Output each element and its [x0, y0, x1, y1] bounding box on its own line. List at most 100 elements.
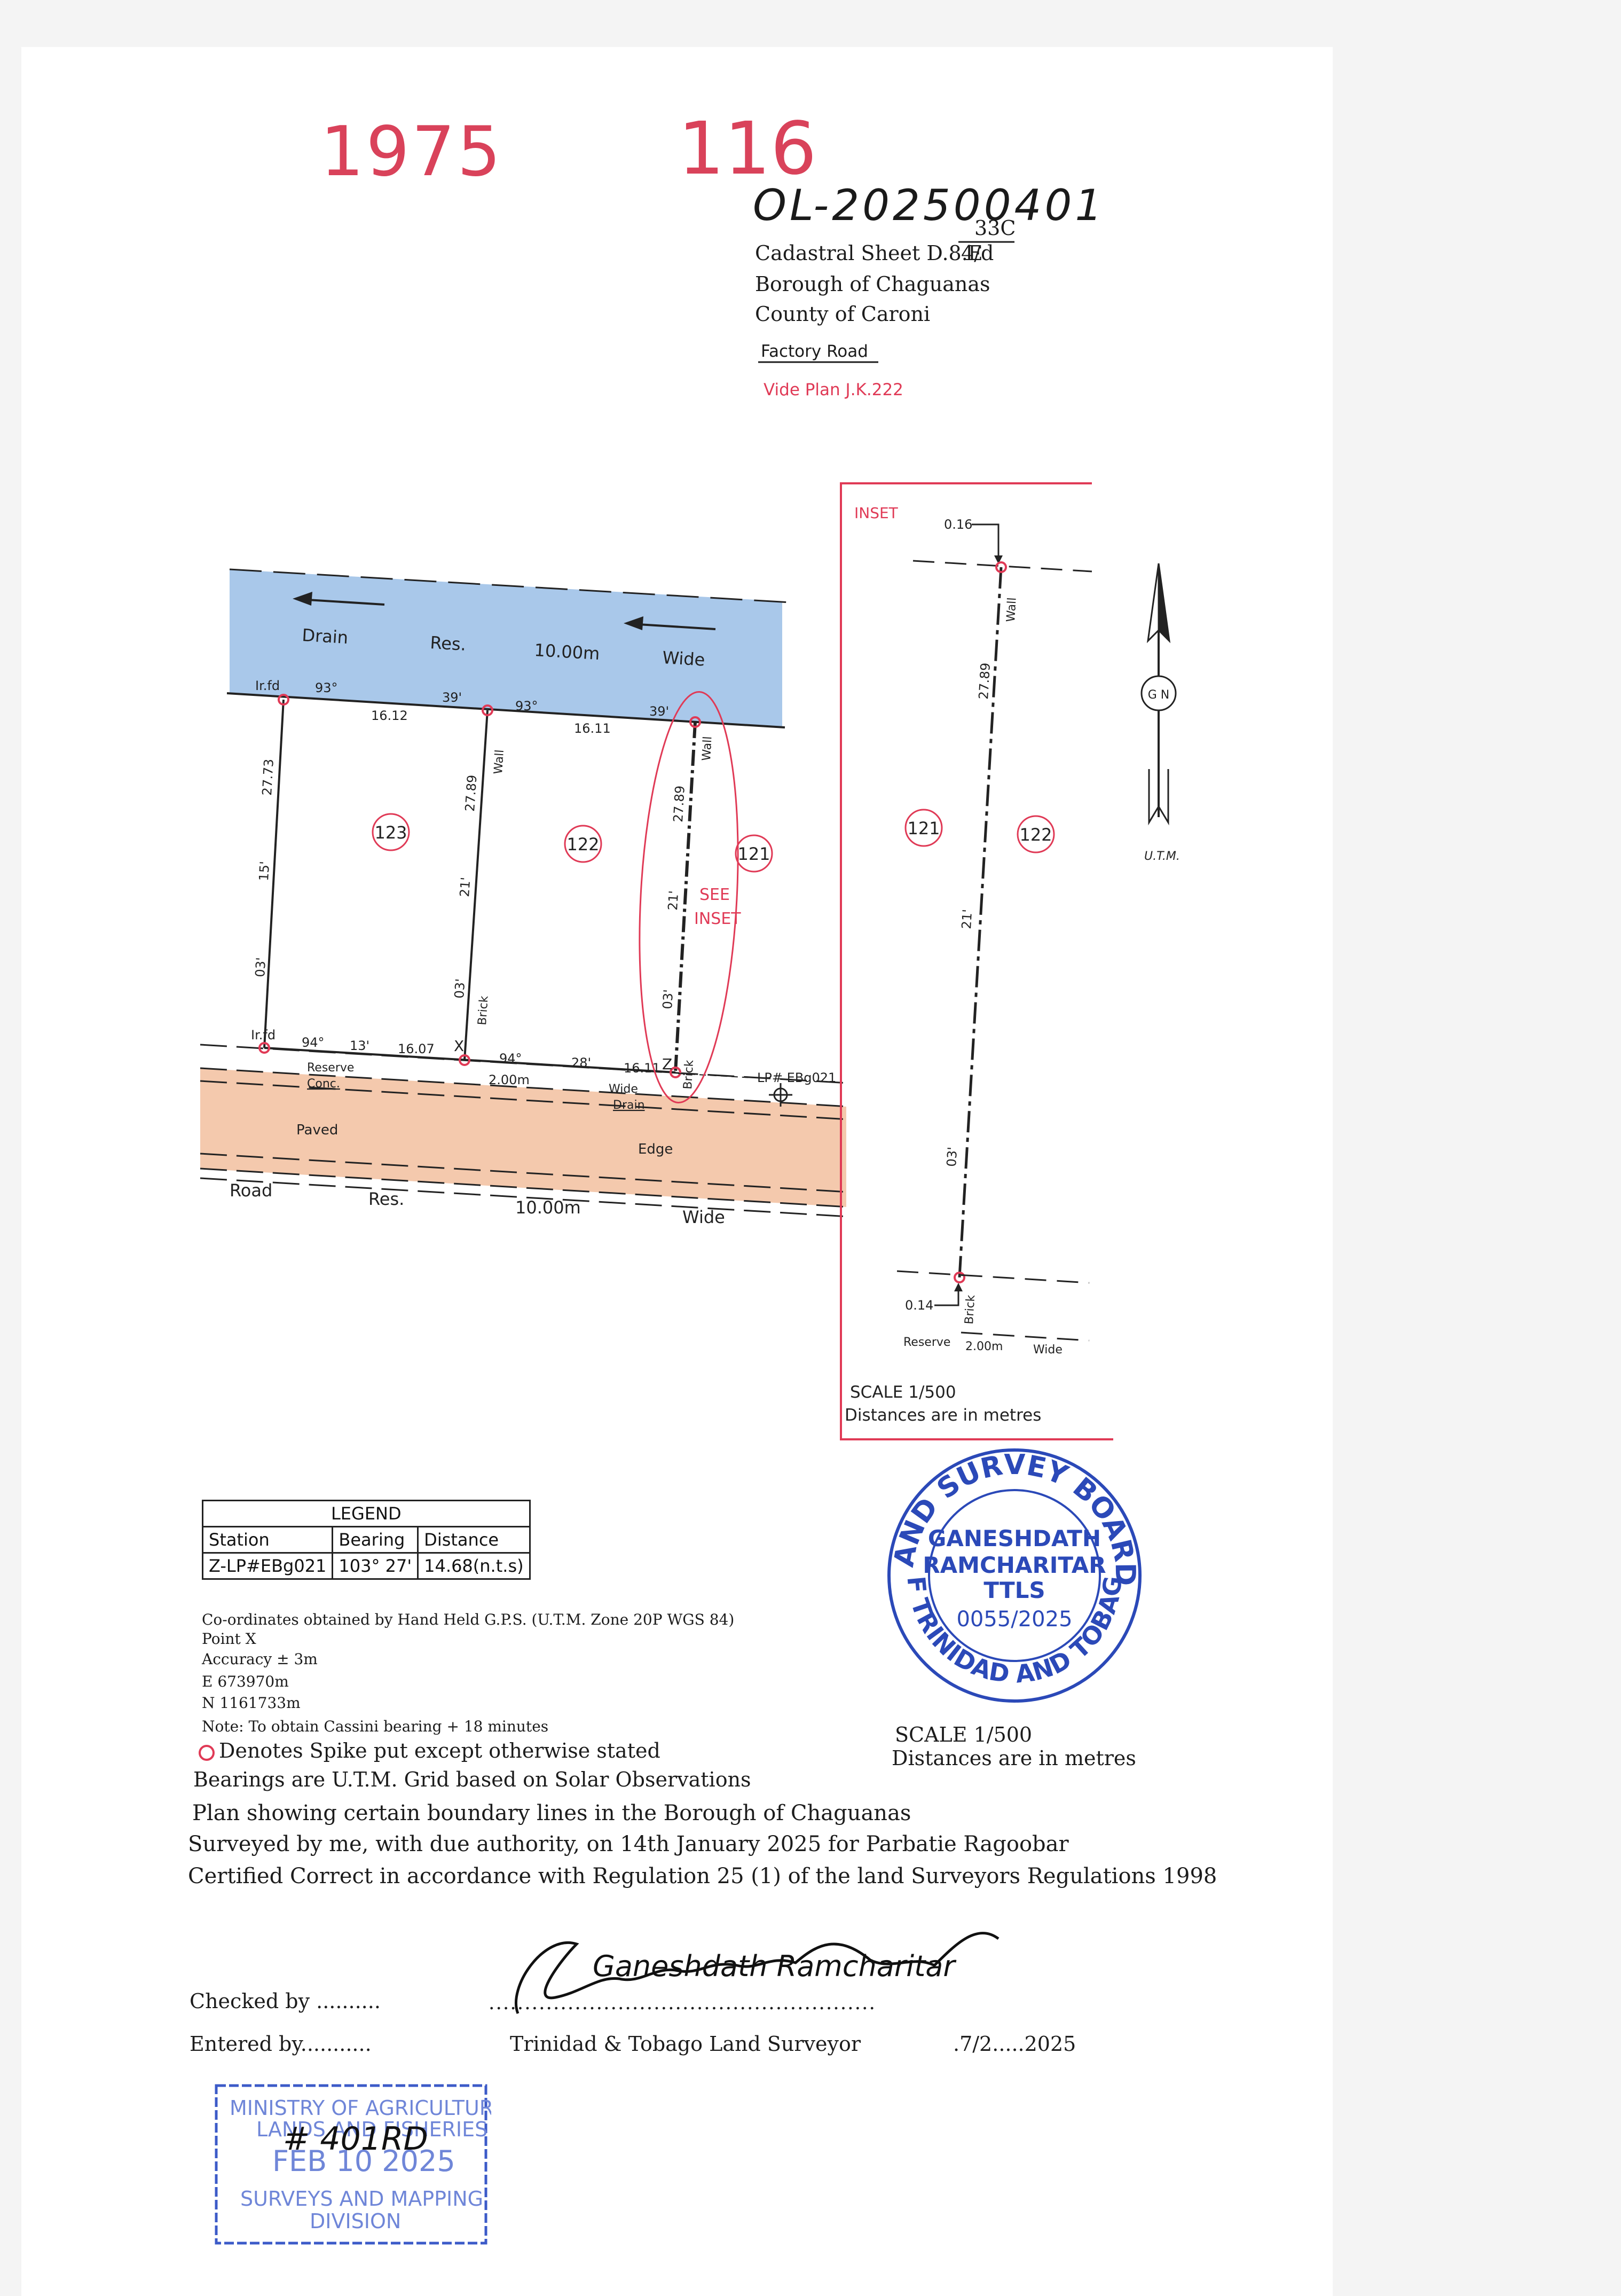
checked-by: Checked by .......... — [190, 1989, 381, 2013]
top-distance-1: 16.12 — [371, 708, 408, 723]
iron-found-bottom: Ir.fd — [251, 1028, 276, 1043]
inset-distance: 27.89 — [976, 662, 993, 700]
certified-note: Certified Correct in accordance with Reg… — [188, 1864, 1217, 1888]
inset-bottom-arrowhead — [954, 1283, 963, 1291]
see-inset-label-1: SEE — [699, 886, 730, 904]
signature-stroke — [515, 1932, 1000, 2014]
drain-boundary-line — [226, 692, 785, 728]
stamp-name-1: GANESHDATH — [928, 1525, 1101, 1551]
ministry-stamp: MINISTRY OF AGRICULTURE LANDS AND FISHER… — [215, 2084, 491, 2245]
lot-121-brick-label: Brick — [681, 1060, 696, 1090]
coords-note: Co-ordinates obtained by Hand Held G.P.S… — [202, 1611, 735, 1628]
ministry-handwritten: # 401RD — [283, 2120, 428, 2158]
inset-scale: SCALE 1/500 — [850, 1383, 956, 1402]
inset-lot-121: 121 — [907, 818, 940, 839]
stamp-number: 0055/2025 — [956, 1607, 1072, 1632]
lot-121-west-distance: 27.89 — [671, 785, 688, 822]
see-inset-label-2: INSET — [694, 910, 741, 928]
top-bearing-deg-1: 93° — [315, 680, 338, 695]
north-arrow-head-dark — [1158, 563, 1171, 644]
reserve-wide-label: Wide — [609, 1083, 638, 1096]
drain-arrow-right — [629, 623, 716, 630]
north-grid-label: G N — [1148, 688, 1170, 702]
inset-reserve-dashed — [961, 1331, 1090, 1342]
ministry-line-2: LANDS AND FISHERIES — [256, 2118, 487, 2141]
drain-arrowhead-right — [624, 616, 643, 630]
inset-bottom-dashed — [896, 1270, 1090, 1284]
iron-found-top: Ir.fd — [255, 678, 280, 693]
lot-123-west-bearing-2: 03' — [253, 957, 269, 978]
road-name: Factory Road — [761, 342, 868, 361]
drain-arrow-left — [298, 598, 385, 606]
bottom-bearing-min-2: 28' — [571, 1055, 591, 1070]
handwritten-number-116: 116 — [678, 107, 817, 191]
ministry-line-1: MINISTRY OF AGRICULTURE — [230, 2096, 491, 2120]
spike-marker — [670, 1067, 681, 1078]
signed-date: .7/2.....2025 — [953, 2032, 1076, 2056]
spike-symbol-icon — [199, 1744, 215, 1761]
road-reserve-band — [200, 1068, 846, 1207]
land-survey-board-stamp: LAND SURVEY BOARD OF TRINIDAD AND TOBAGO… — [881, 1442, 1142, 1703]
inset-bearing-1: 21' — [959, 909, 975, 930]
signature-dotted-line: ........................................… — [489, 1992, 876, 2014]
county-line: County of Caroni — [755, 302, 931, 326]
accuracy-note: Accuracy ± 3m — [202, 1650, 318, 1668]
road-paved-label: Paved — [296, 1122, 338, 1138]
legend-header-distance: Distance — [417, 1526, 531, 1554]
inset-bottom-offset: 0.14 — [905, 1298, 933, 1313]
north-arrow-icon — [1146, 563, 1160, 644]
spike-marker — [689, 716, 701, 728]
inset-bottom-leader — [934, 1286, 959, 1306]
road-name-underline — [758, 361, 878, 363]
inset-wall-line — [958, 567, 1003, 1278]
surveyor-title: Trinidad & Tobago Land Surveyor — [510, 2032, 861, 2056]
inset-frame — [840, 482, 1113, 1440]
legend-header-station: Station — [201, 1526, 334, 1554]
utm-label: U.T.M. — [1144, 850, 1180, 863]
concrete-label: Conc. — [307, 1077, 340, 1091]
lot-122-west-boundary — [463, 710, 489, 1061]
top-distance-2: 16.11 — [574, 721, 611, 736]
lot-121-circle — [735, 834, 773, 873]
handwritten-number-1975: 1975 — [320, 112, 503, 192]
legend-distance: 14.68(n.t.s) — [417, 1552, 531, 1580]
lot-122-brick-label: Brick — [476, 996, 491, 1026]
lot-123-west-bearing-1: 15' — [256, 861, 272, 882]
lot-121-wall-label: Wall — [700, 736, 715, 761]
drain-dashed-edge — [229, 568, 791, 604]
inset-top-arrowhead — [994, 555, 1003, 564]
inset-title: INSET — [854, 504, 899, 522]
legend-station: Z-LP#EBg021 — [201, 1552, 334, 1580]
scale-note: SCALE 1/500 — [895, 1723, 1033, 1746]
inset-spike-top — [995, 561, 1007, 573]
lot-121-west-bearing-2: 03' — [660, 989, 676, 1010]
reserve-width-label: 2.00m — [489, 1072, 530, 1087]
legend-header-bearing: Bearing — [332, 1526, 419, 1554]
bottom-bearing-deg-2: 94° — [499, 1051, 522, 1066]
road-label-word-3: 10.00m — [515, 1197, 581, 1218]
point-x-label: X — [454, 1037, 464, 1055]
road-label-word-4: Wide — [682, 1207, 725, 1227]
bottom-distance-1: 16.07 — [398, 1041, 435, 1056]
top-bearing-deg-2: 93° — [515, 699, 538, 714]
bearings-note: Bearings are U.T.M. Grid based on Solar … — [193, 1768, 751, 1791]
drain-label-word-1: Drain — [302, 625, 349, 648]
inset-wide-label: Wide — [1033, 1343, 1063, 1357]
inset-top-offset: 0.16 — [944, 517, 972, 532]
top-bearing-min-2: 39' — [649, 704, 669, 719]
plan-showing-note: Plan showing certain boundary lines in t… — [192, 1801, 911, 1825]
road-label-word-1: Road — [230, 1180, 272, 1201]
top-bearing-min-1: 39' — [442, 690, 462, 705]
lot-122-circle — [564, 825, 602, 863]
spike-note: Denotes Spike put except otherwise state… — [199, 1739, 660, 1762]
spike-note-text: Denotes Spike put except otherwise state… — [219, 1739, 660, 1762]
spike-marker — [278, 694, 289, 706]
sheet-superscript: 33C — [974, 216, 1016, 240]
lot-122-wall-label: Wall — [492, 749, 507, 775]
ministry-line-4: SURVEYS AND MAPPING — [240, 2187, 483, 2211]
stamp-outer-ring — [887, 1448, 1142, 1703]
ministry-line-5: DIVISION — [310, 2209, 401, 2233]
reserve-label: Reserve — [307, 1061, 354, 1075]
